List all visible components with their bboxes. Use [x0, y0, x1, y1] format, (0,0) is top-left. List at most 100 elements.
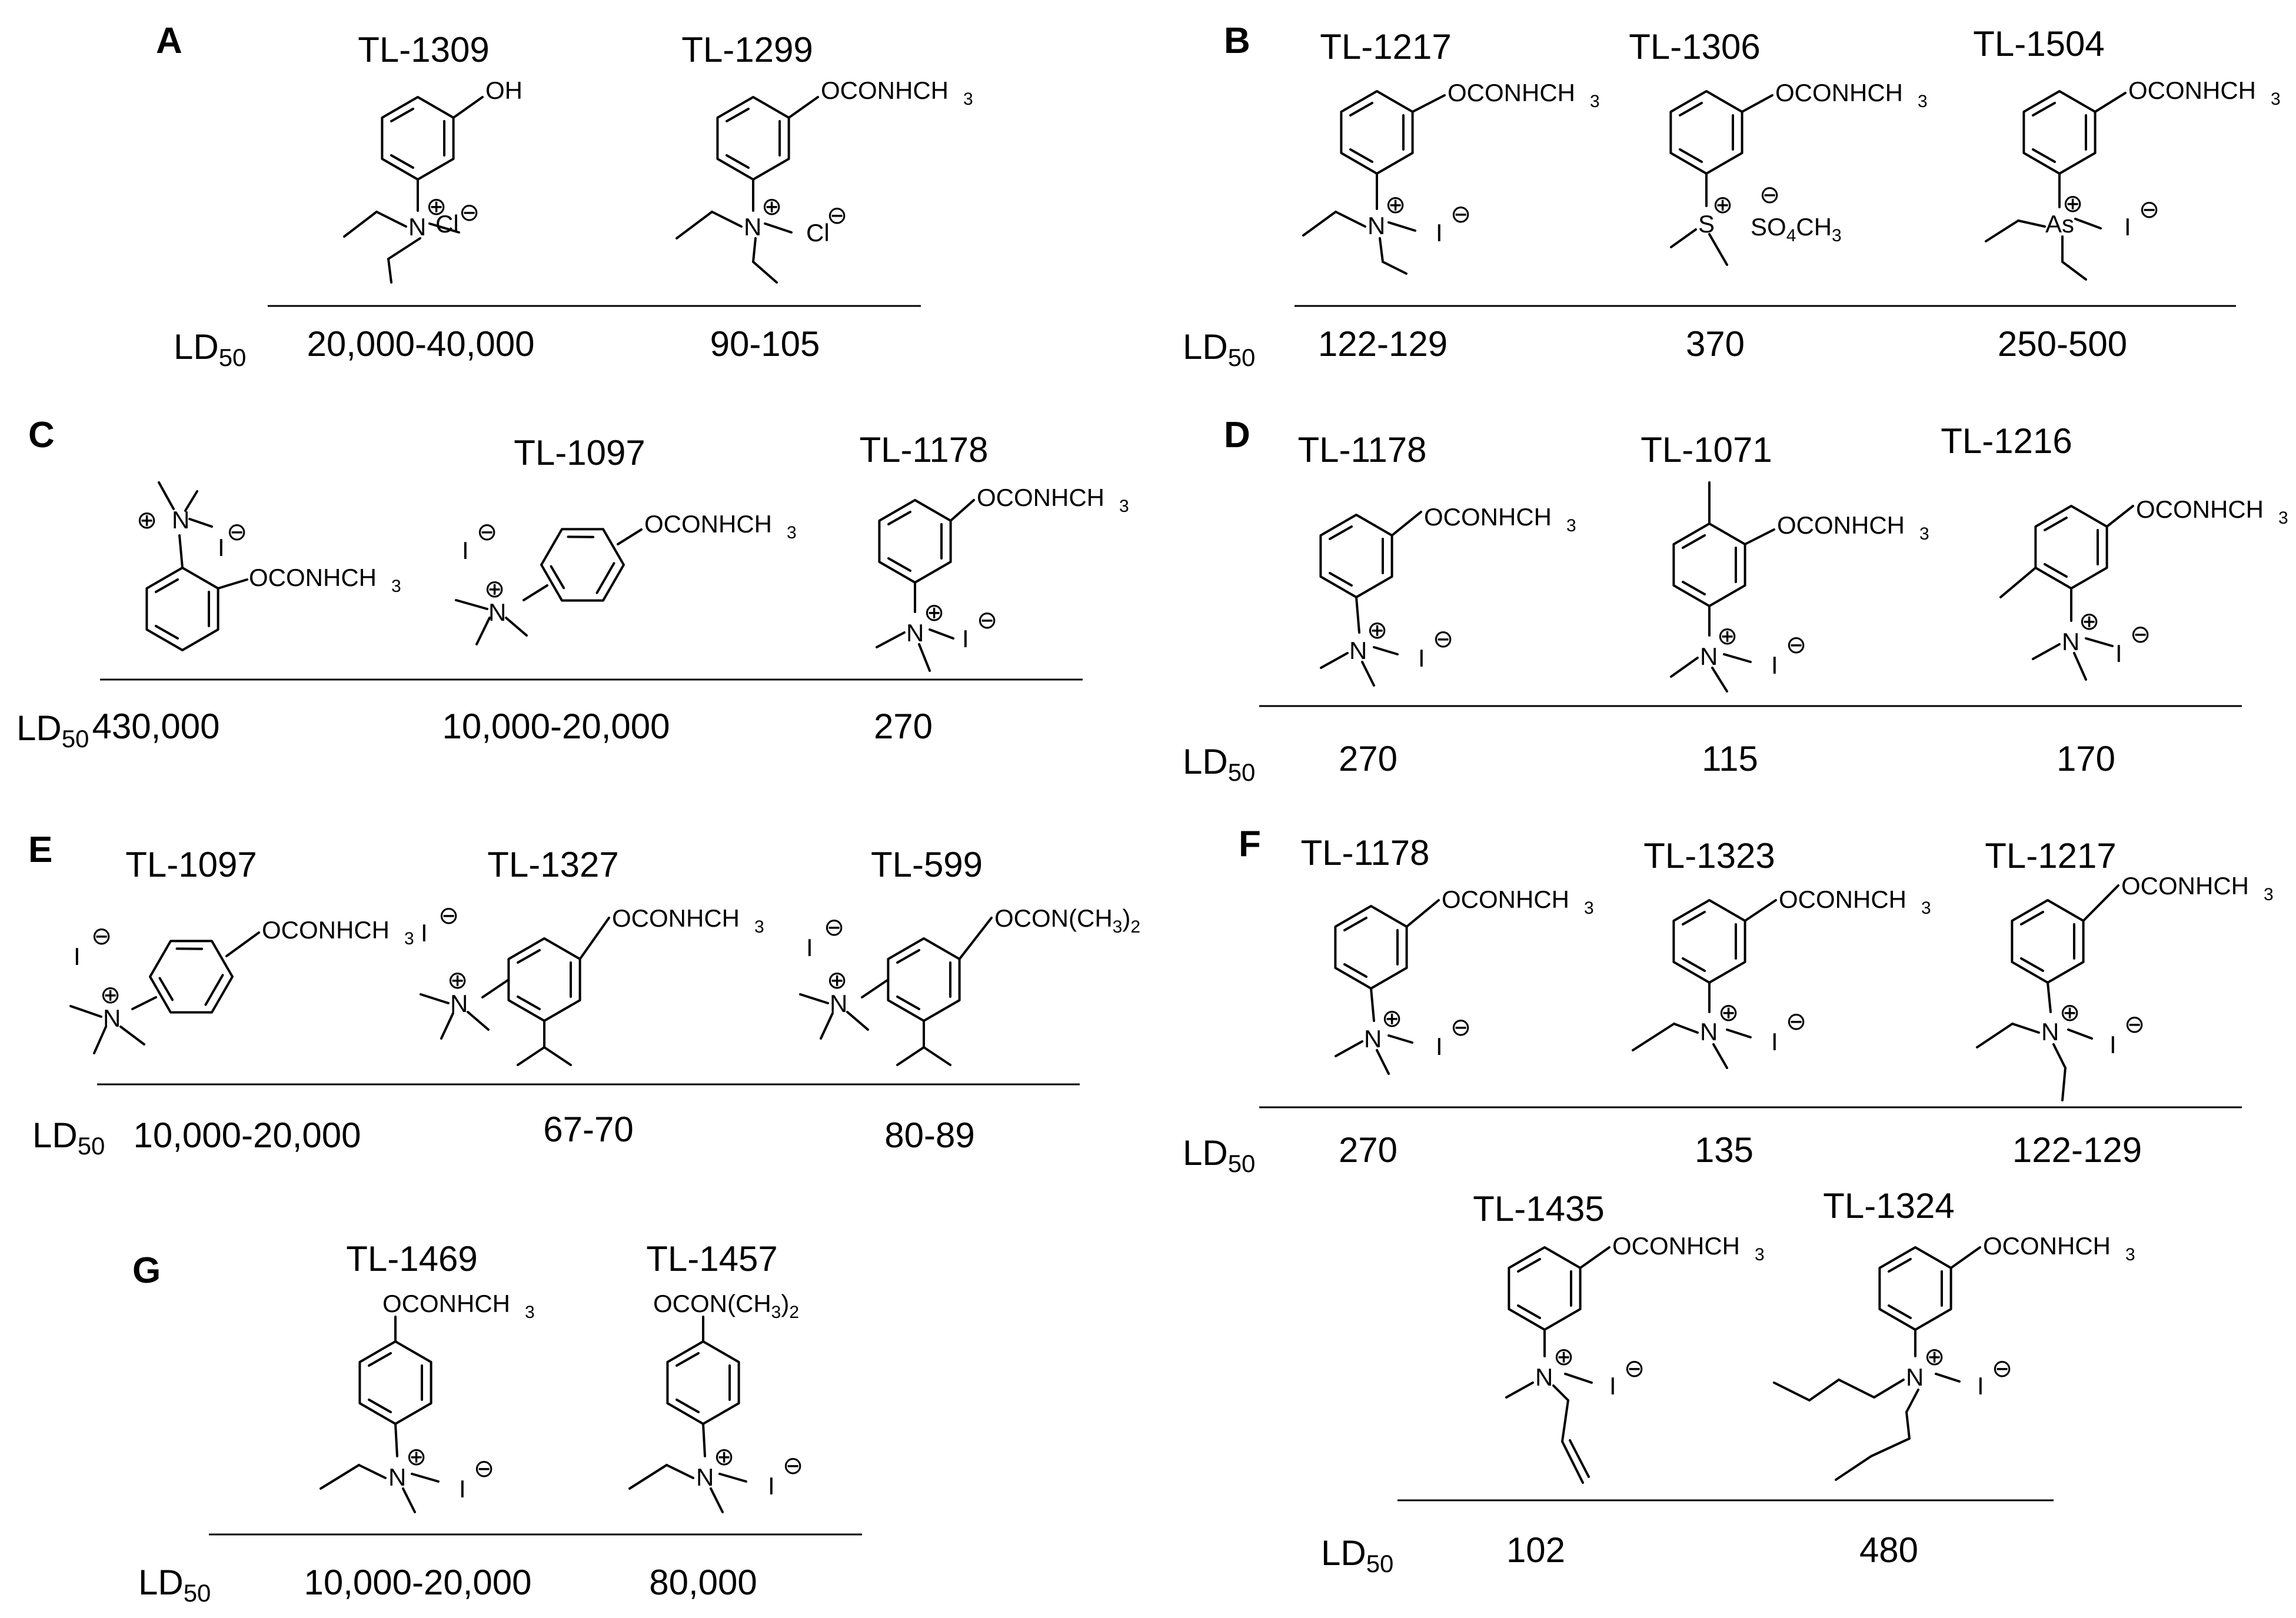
- compound-tl-1217: TL-1217 OCONHCH 3 N ⊕ I ⊖ 122-129: [1302, 27, 1600, 364]
- structure-tl-1469: OCONHCH 3 N ⊕ I ⊖: [320, 1290, 535, 1513]
- svg-text:N: N: [1535, 1363, 1553, 1391]
- structure-tl-1435: OCONHCH 3 N ⊕ I ⊖: [1505, 1232, 1765, 1484]
- svg-text:I: I: [218, 534, 225, 561]
- svg-text:3: 3: [1918, 92, 1928, 111]
- svg-text:Cl: Cl: [435, 210, 459, 238]
- ld50-value: 430,000: [92, 707, 220, 746]
- svg-text:⊖: ⊖: [824, 913, 844, 941]
- svg-text:OCONHCH: OCONHCH: [612, 904, 740, 932]
- compound-name: TL-1504: [1973, 24, 2104, 64]
- compound-name: TL-1178: [859, 430, 988, 470]
- svg-text:I: I: [806, 934, 813, 961]
- svg-text:⊖: ⊖: [1450, 1013, 1471, 1041]
- panel-d: D TL-1178 OCONHCH 3 N ⊕ I ⊖ 270 TL-1071: [1183, 415, 2288, 786]
- svg-text:3: 3: [391, 577, 401, 596]
- ld50-value: 250-500: [1998, 324, 2127, 364]
- ld50-value: 480: [1859, 1530, 1918, 1570]
- ld50-value: 122-129: [1318, 324, 1448, 364]
- ld50-value: 10,000-20,000: [304, 1563, 531, 1602]
- svg-text:OCONHCH: OCONHCH: [644, 510, 772, 538]
- svg-text:S: S: [1698, 210, 1715, 238]
- panel-g: G TL-1469 OCONHCH 3 N ⊕ I ⊖ 10,000-20,00…: [132, 1239, 862, 1607]
- svg-text:⊖: ⊖: [474, 1454, 494, 1482]
- structure-tl-1178-d: OCONHCH 3 N ⊕ I ⊖: [1319, 503, 1576, 687]
- svg-text:⊕: ⊕: [2059, 998, 2080, 1026]
- svg-text:⊖: ⊖: [1450, 200, 1471, 228]
- panel-letter-f: F: [1239, 824, 1261, 864]
- svg-text:I: I: [2109, 1031, 2117, 1058]
- ld50-value: 67-70: [543, 1110, 633, 1149]
- structure-tl-1178-f: OCONHCH 3 N ⊕ I ⊖: [1334, 885, 1594, 1075]
- svg-text:3: 3: [787, 523, 797, 542]
- svg-text:N: N: [1700, 1018, 1718, 1046]
- compound-name: TL-1217: [1985, 836, 2116, 875]
- svg-text:OCONHCH: OCONHCH: [1612, 1232, 1740, 1260]
- svg-text:⊖: ⊖: [459, 198, 480, 226]
- compound-tl-1178: TL-1178 OCONHCH 3 N ⊕ I ⊖ 270: [859, 430, 1129, 746]
- compound-name: TL-1327: [487, 845, 618, 884]
- ld50-value: 90-105: [710, 324, 820, 364]
- svg-text:⊖: ⊖: [2139, 195, 2159, 223]
- compound-tl-1299: TL-1299 OCONHCH 3 N ⊕ Cl ⊖ 90-105: [676, 30, 973, 364]
- svg-text:I: I: [1771, 651, 1778, 679]
- svg-text:⊖: ⊖: [977, 606, 997, 634]
- ld50-value: 270: [1339, 1130, 1397, 1170]
- compound-name: TL-1178: [1300, 833, 1429, 873]
- ld50-label: LD50: [16, 708, 89, 753]
- svg-text:⊕: ⊕: [1712, 191, 1733, 218]
- svg-text:3: 3: [1590, 92, 1600, 111]
- svg-text:⊕: ⊕: [1382, 1004, 1402, 1032]
- ld50-label: LD50: [1183, 327, 1255, 371]
- svg-text:I: I: [768, 1472, 775, 1500]
- compound-name: TL-599: [871, 845, 983, 884]
- compound-name: TL-1323: [1643, 836, 1775, 875]
- structure-tl-1097-e: OCONHCH 3 N ⊕ I ⊖: [69, 916, 414, 1054]
- ld50-value: 170: [2057, 739, 2115, 778]
- svg-text:⊕: ⊕: [484, 575, 505, 602]
- svg-text:3: 3: [2125, 1245, 2135, 1264]
- svg-text:3: 3: [1119, 497, 1129, 516]
- ld50-label: LD50: [138, 1563, 211, 1607]
- ld50-value: 10,000-20,000: [133, 1116, 361, 1155]
- svg-text:OCONHCH: OCONHCH: [262, 916, 390, 944]
- svg-text:Cl: Cl: [806, 219, 830, 247]
- panel-letter-a: A: [156, 21, 182, 61]
- compound-name: TL-1306: [1629, 27, 1760, 66]
- svg-text:I: I: [1977, 1372, 1984, 1400]
- svg-text:N: N: [696, 1463, 714, 1491]
- ld50-value: 270: [1339, 739, 1397, 778]
- ld50-value: 10,000-20,000: [442, 707, 670, 746]
- ld50-value: 80,000: [649, 1563, 757, 1602]
- svg-text:⊕: ⊕: [714, 1443, 734, 1470]
- svg-text:3: 3: [2278, 508, 2288, 528]
- ld50-value: 370: [1686, 324, 1745, 364]
- compound-tl-1323: TL-1323 OCONHCH 3 N ⊕ I ⊖ 135: [1632, 836, 1931, 1170]
- structure-tl-1457: OCON(CH3)2 N ⊕ I ⊖: [628, 1290, 803, 1513]
- panel-a: A TL-1309 OH N ⊕ Cl ⊖ 20,000-40,000: [156, 21, 973, 371]
- svg-text:N: N: [488, 598, 506, 626]
- svg-text:⊖: ⊖: [2130, 620, 2151, 648]
- compound-name: TL-1309: [358, 30, 489, 69]
- panel-letter-c: C: [28, 415, 55, 455]
- svg-text:⊖: ⊖: [91, 922, 112, 950]
- svg-text:3: 3: [1566, 516, 1576, 535]
- svg-text:⊖: ⊖: [1786, 631, 1806, 658]
- svg-text:N: N: [1700, 642, 1718, 670]
- compound-tl-1469: TL-1469 OCONHCH 3 N ⊕ I ⊖ 10,000-20,000: [304, 1239, 534, 1602]
- svg-text:⊖: ⊖: [2124, 1010, 2145, 1038]
- svg-text:I: I: [1436, 1033, 1443, 1060]
- svg-text:OCONHCH: OCONHCH: [2128, 76, 2256, 104]
- compound-tl-1178: TL-1178 OCONHCH 3 N ⊕ I ⊖ 270: [1300, 833, 1593, 1170]
- compound-tl-1217: TL-1217 OCONHCH 3 N ⊕ I ⊖ 122-129: [1976, 836, 2274, 1170]
- ld50-label: LD50: [32, 1116, 105, 1160]
- ld50-label: LD50: [1321, 1533, 1393, 1577]
- svg-text:⊖: ⊖: [1992, 1354, 2012, 1382]
- svg-text:⊖: ⊖: [1624, 1354, 1645, 1382]
- structure-tl-1071: OCONHCH 3 N ⊕ I ⊖: [1670, 481, 1929, 693]
- compound-name: TL-1324: [1823, 1186, 1954, 1226]
- structure-tl-1299: OCONHCH 3 N ⊕ Cl ⊖: [676, 76, 973, 284]
- compound-name: TL-1469: [346, 1239, 477, 1279]
- svg-text:OCONHCH: OCONHCH: [1424, 503, 1552, 531]
- compound-name: TL-1299: [681, 30, 813, 69]
- svg-text:OCONHCH: OCONHCH: [977, 484, 1104, 511]
